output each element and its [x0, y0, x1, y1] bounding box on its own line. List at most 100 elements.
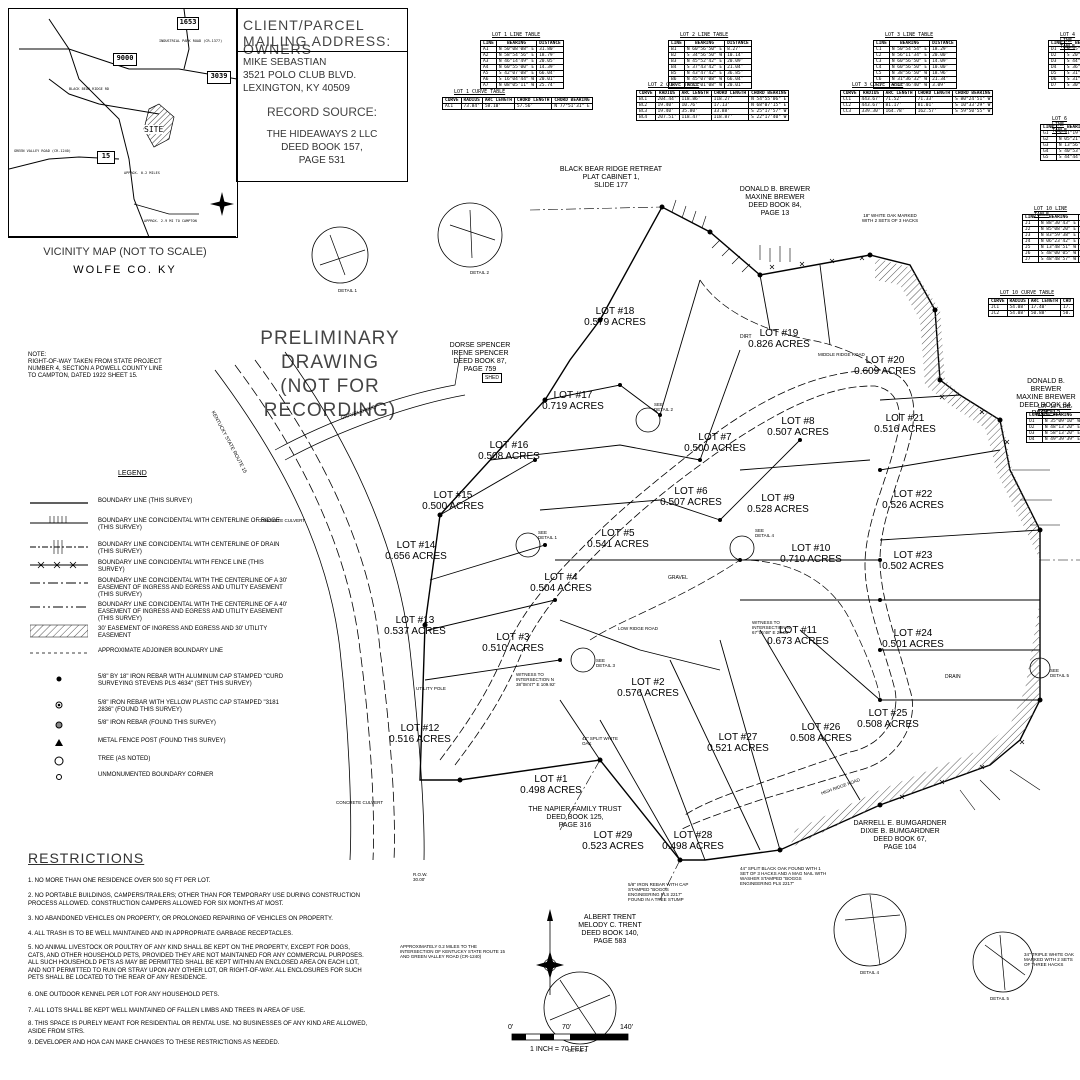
drain-label: DRAIN	[945, 674, 961, 680]
compass-rose-icon	[536, 909, 564, 995]
legend-item: 30' EASEMENT OF INGRESS AND EGRESS AND 3…	[30, 624, 280, 644]
legend-item: BOUNDARY LINE (THIS SURVEY)	[30, 496, 280, 516]
lot-number: LOT #21	[885, 413, 925, 424]
restrictions-title: RESTRICTIONS	[28, 850, 145, 866]
owner-record-box: CLIENT/PARCEL OWNERS MAILING ADDRESS: MI…	[236, 8, 408, 182]
lot-number: LOT #28	[673, 830, 713, 841]
see-detail-2: SEE DETAIL 2	[654, 402, 674, 412]
vicinity-approx-02: APPROX. 0.2 MILES	[124, 171, 160, 175]
legend-text: BOUNDARY LINE COINCIDENTAL WITH CENTERLI…	[98, 518, 280, 531]
table-cell: N 54°55'06" E	[748, 96, 790, 103]
lot-acreage: 0.523 ACRES	[582, 841, 644, 852]
lot-number: LOT #15	[433, 490, 473, 501]
legend-item: BOUNDARY LINE COINCIDENTAL WITH FENCE LI…	[30, 558, 280, 578]
legend-symbol-icon	[30, 561, 88, 569]
legend-text: APPROXIMATE ADJOINER BOUNDARY LINE	[98, 648, 224, 654]
lot-acreage: 0.656 ACRES	[385, 551, 447, 562]
table-cell: D7	[1048, 82, 1065, 89]
lot-number: LOT #22	[893, 489, 933, 500]
detail-5-drawing	[972, 931, 1034, 993]
table-cell: G5	[1040, 154, 1057, 161]
legend-item: BOUNDARY LINE COINCIDENTAL WITH THE CENT…	[30, 600, 287, 622]
scale-label-70: 70'	[562, 1024, 572, 1031]
table-header-cell: CURVE	[442, 97, 462, 104]
owner-street: 3521 POLO CLUB BLVD.	[243, 70, 357, 81]
restriction-item: 9. DEVELOPER AND HOA CAN MAKE CHANGES TO…	[28, 1040, 280, 1046]
table-cell: N 85°08'20" E	[1037, 226, 1080, 233]
lot-acreage: 0.528 ACRES	[747, 504, 809, 515]
table-header-cell: CURVE	[840, 90, 860, 97]
lot-number: LOT #12	[400, 723, 440, 734]
lot-number: LOT #27	[718, 732, 758, 743]
route-shield-15: 15	[97, 151, 115, 164]
table-header-cell: DISTANCE	[929, 40, 957, 47]
table-cell: S 25°17'57" W	[748, 108, 790, 115]
legend-symbol-icon	[30, 502, 88, 504]
table-cell: A7	[480, 82, 497, 89]
north-arrow-icon	[210, 192, 234, 216]
see-detail-4: SEE DETAIL 4	[755, 528, 775, 538]
lot-acreage: 0.500 ACRES	[684, 443, 746, 454]
legend-symbol-icon	[55, 701, 63, 709]
table-cell: N 46°14'49" E	[495, 58, 538, 65]
lot-acreage: 0.507 ACRES	[660, 497, 722, 508]
table-cell: 57.56'	[513, 103, 553, 110]
detail-4-label: DETAIL 4	[860, 970, 880, 975]
iron-rebar-note: 5/8" IRON REBAR WITH CAP STAMPED "BOGGS …	[628, 882, 689, 902]
lot-number: LOT #1	[534, 774, 568, 785]
lot-number: LOT #8	[781, 416, 815, 427]
table-cell: S 22°17'40" W	[748, 114, 790, 121]
table-header-cell: LINE	[1048, 40, 1065, 47]
lot-acreage: 0.498 ACRES	[662, 841, 724, 852]
table-header-cell: RADIUS	[460, 97, 483, 104]
gravel-label: GRAVEL	[668, 575, 688, 581]
lot-number: LOT #24	[893, 628, 933, 639]
preliminary-title: PRELIMINARY DRAWING(NOT FOR RECORDING)	[260, 328, 400, 421]
table-header-cell: LINE	[480, 40, 497, 47]
detail-3-label: DETAIL 3	[568, 1048, 588, 1053]
lot-number: LOT #3	[496, 632, 530, 643]
table-title: LOT 2 CURVE TABLE	[648, 82, 700, 88]
detail-5-label: DETAIL 5	[990, 996, 1010, 1001]
table-header-cell: ARC LENGTH	[678, 90, 712, 97]
table-header-cell: CHORD LENGTH	[914, 90, 954, 97]
table-cell: S 80°24'51" W	[952, 96, 994, 103]
see-detail-1: SEE DETAIL 1	[538, 530, 558, 540]
white-oak-note: 18" WHITE OAK MARKED WITH 2 SETS OF 3 HA…	[861, 213, 919, 223]
witness-note-1: WITNESS TO INTERSECTION N 38°08'47" E 10…	[516, 672, 556, 687]
restriction-item: 1. NO MORE THAN ONE RESIDENCE OVER 500 S…	[28, 878, 211, 884]
lot-acreage: 0.508 ACRES	[857, 719, 919, 730]
low-ridge-road-label: LOW RIDGE ROAD	[618, 626, 659, 631]
scale-bar	[511, 1033, 629, 1041]
legend-symbol-icon	[55, 739, 63, 746]
legend-text: 5/8" IRON REBAR WITH YELLOW PLASTIC CAP …	[98, 700, 279, 713]
table-header-cell: CHORD BEARING	[551, 97, 593, 104]
lot-acreage: 0.541 ACRES	[587, 539, 649, 550]
table-header-cell: CHORD LENGTH	[710, 90, 750, 97]
table-cell: 58.10'	[481, 103, 515, 110]
dirt-label: DIRT	[740, 334, 752, 340]
restriction-item: 5. NO ANIMAL LIVESTOCK OR POULTRY OF ANY…	[28, 945, 364, 981]
table-cell: AC1	[442, 103, 462, 110]
detail-2-drawing	[437, 202, 503, 268]
legend-symbol-icon	[30, 516, 88, 524]
table-cell: 20.01'	[724, 82, 752, 89]
table-cell: N 60°56'50" E	[683, 46, 726, 53]
lot-acreage: 0.516 ACRES	[389, 734, 451, 745]
